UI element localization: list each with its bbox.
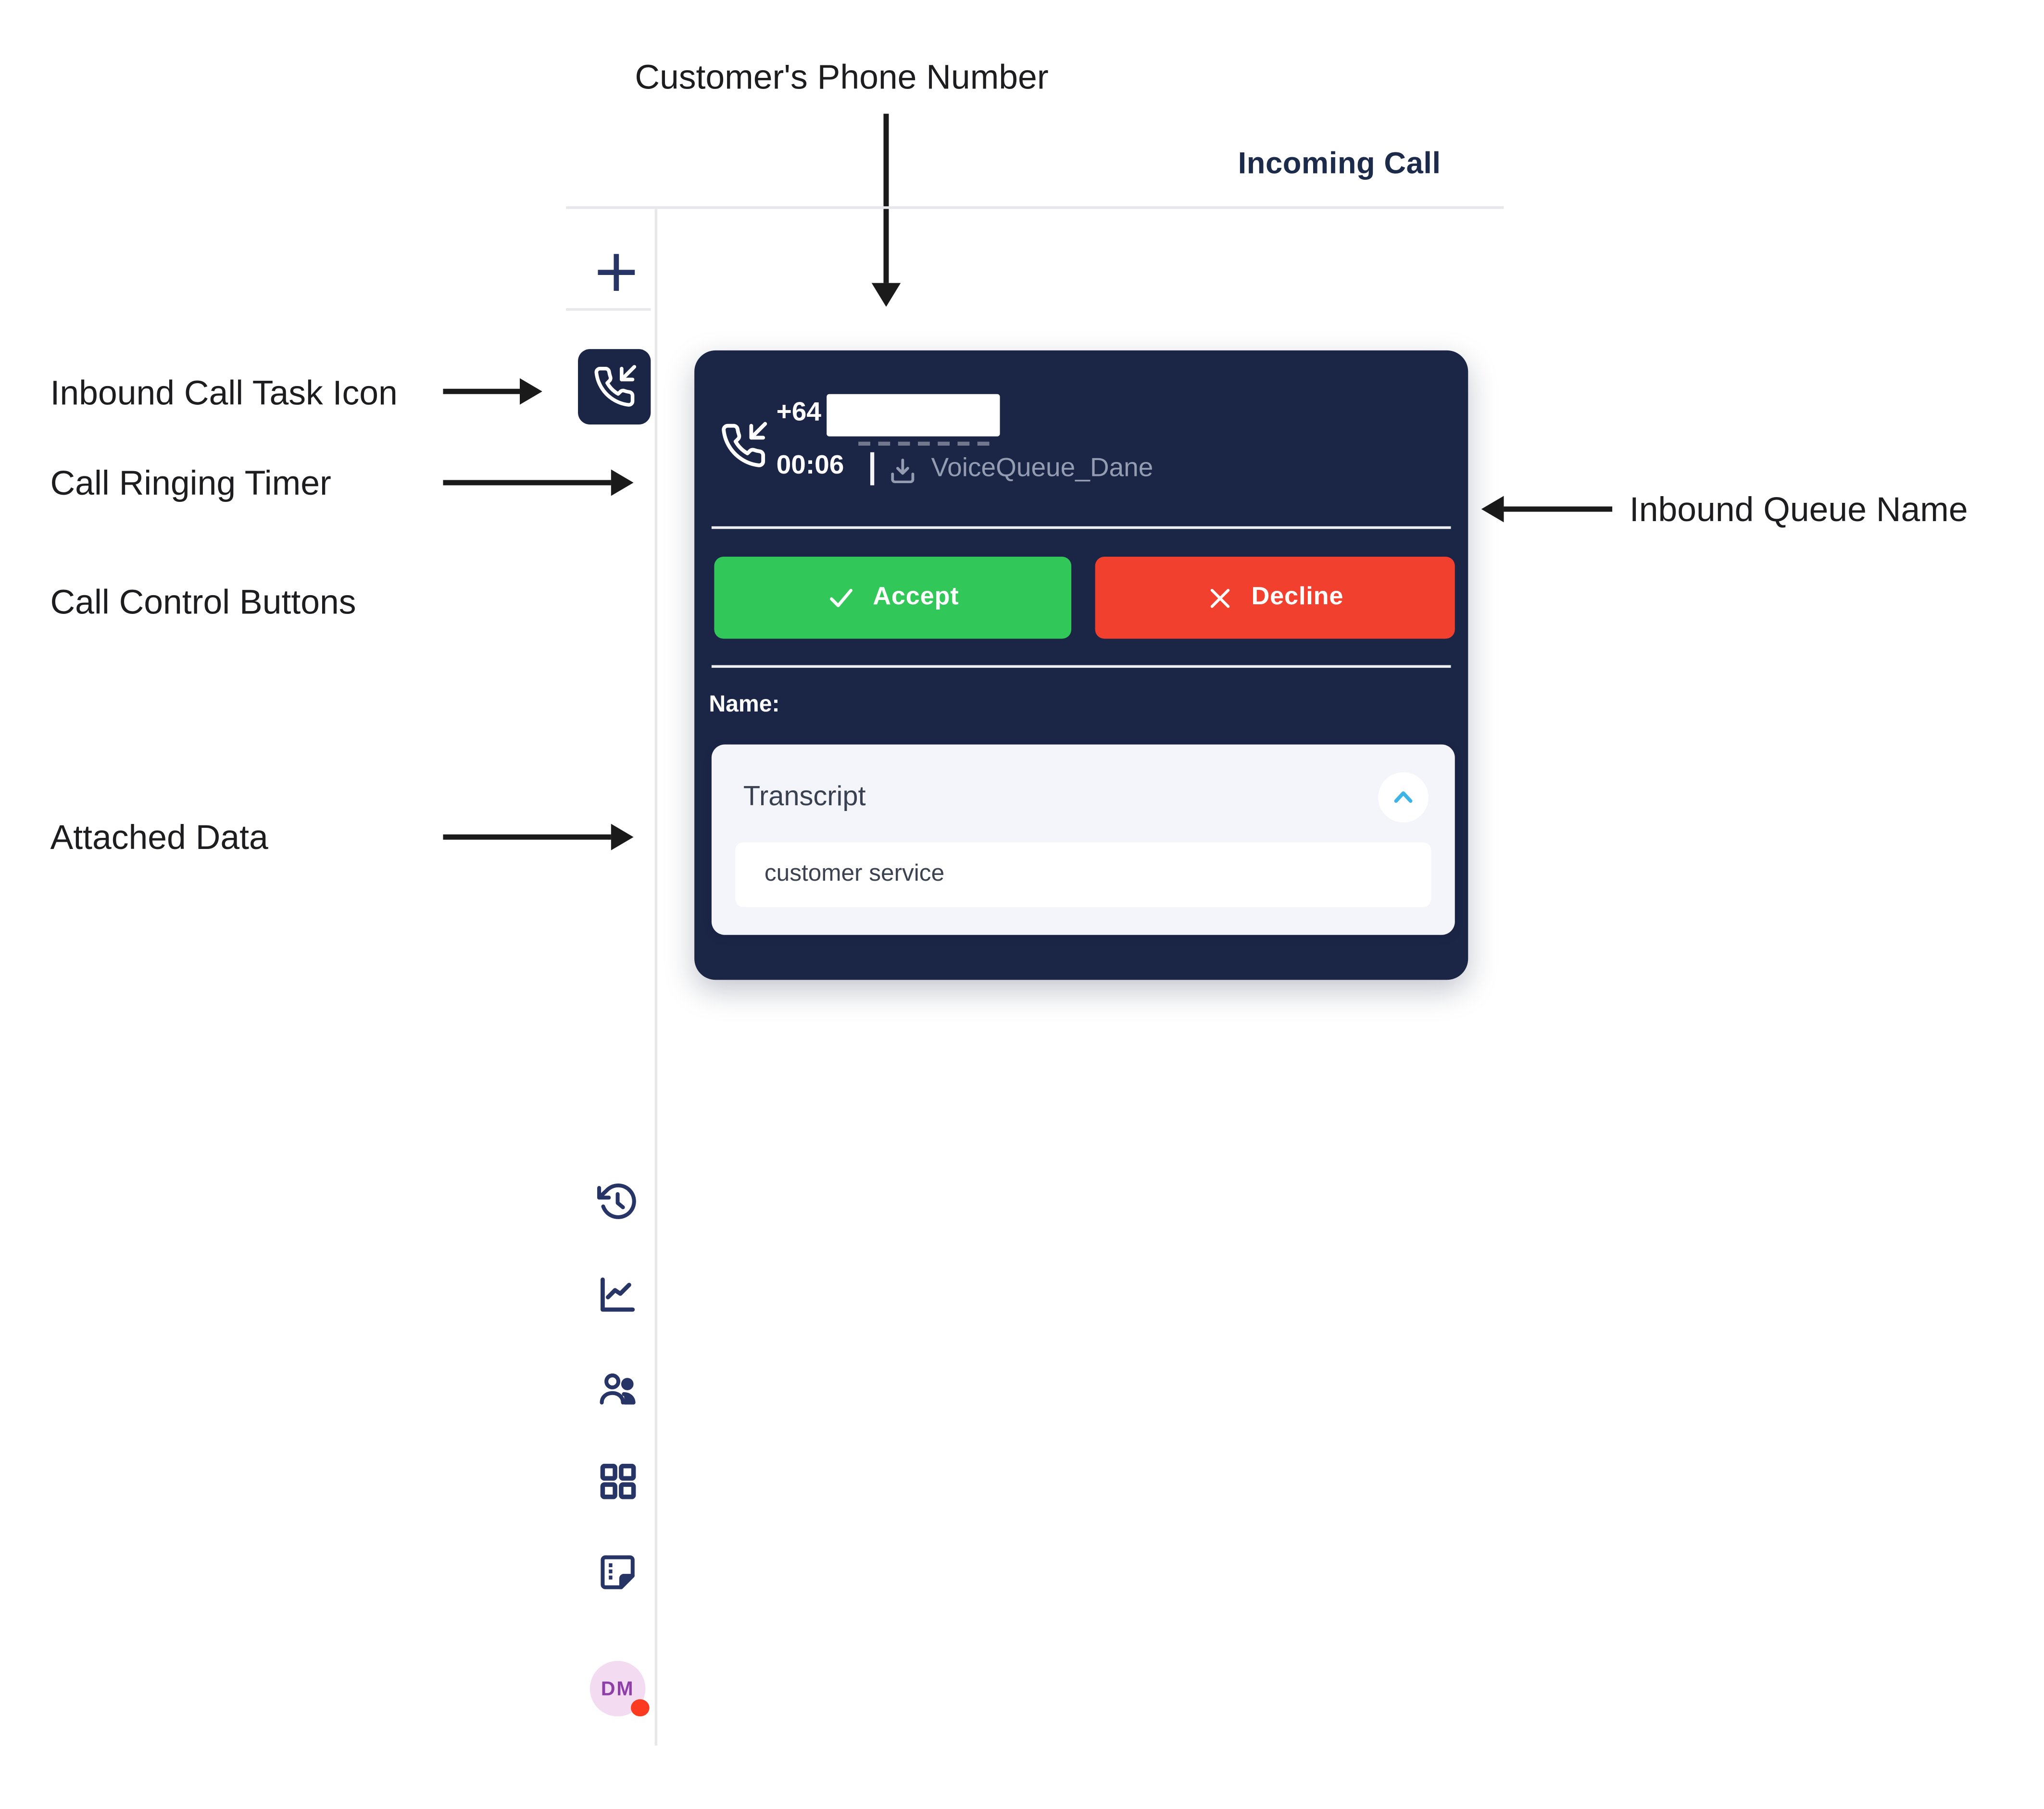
annotation-call-ringing-timer: Call Ringing Timer xyxy=(50,462,331,503)
plus-icon xyxy=(592,249,640,296)
card-divider-top xyxy=(711,526,1451,529)
x-icon xyxy=(1206,584,1234,611)
attached-data-value-box: customer service xyxy=(735,842,1431,907)
sidebar-item-inbound-call-task[interactable] xyxy=(578,349,651,424)
arrow-to-attached-data xyxy=(443,823,634,850)
note-icon xyxy=(597,1551,639,1594)
incoming-call-card: +64 00:06 VoiceQueue_Dane Accept xyxy=(694,350,1468,980)
chevron-up-icon xyxy=(1389,783,1418,812)
user-avatar[interactable]: DM xyxy=(589,1660,650,1717)
avatar-initials: DM xyxy=(601,1677,635,1700)
sidebar-border xyxy=(654,207,657,1746)
timer-queue-separator xyxy=(870,452,874,486)
attached-data-panel: Transcript customer service xyxy=(711,744,1455,935)
add-task-button[interactable] xyxy=(582,238,651,307)
sidebar-item-contacts[interactable] xyxy=(595,1366,640,1411)
name-label: Name: xyxy=(709,690,780,717)
line-chart-icon xyxy=(597,1273,639,1316)
presence-status-dot xyxy=(631,1699,650,1717)
grid-icon xyxy=(597,1460,639,1502)
people-icon xyxy=(597,1367,639,1410)
arrow-down-to-phone-number xyxy=(869,113,903,307)
incoming-call-icon xyxy=(719,422,767,469)
sidebar-item-notes[interactable] xyxy=(595,1550,640,1595)
arrow-to-ringing-timer xyxy=(443,469,634,496)
attached-data-title: Transcript xyxy=(743,781,866,812)
sidebar-item-apps[interactable] xyxy=(595,1459,640,1504)
annotation-call-control-buttons: Call Control Buttons xyxy=(50,582,356,622)
arrow-to-queue-name xyxy=(1481,496,1613,523)
annotation-attached-data: Attached Data xyxy=(50,817,268,857)
incoming-call-icon xyxy=(592,365,637,409)
inbound-queue-name: VoiceQueue_Dane xyxy=(931,453,1154,483)
annotation-inbound-queue-name: Inbound Queue Name xyxy=(1629,489,1968,529)
sidebar-item-analytics[interactable] xyxy=(595,1272,640,1317)
attached-data-value: customer service xyxy=(764,859,945,886)
decline-button[interactable]: Decline xyxy=(1095,557,1455,639)
annotation-customer-phone-number: Customer's Phone Number xyxy=(635,57,1049,97)
page-title: Incoming Call xyxy=(1238,145,1441,180)
inbound-queue-icon xyxy=(888,456,918,487)
header-divider xyxy=(566,206,1504,209)
arrow-to-task-icon xyxy=(443,378,542,405)
call-ringing-timer: 00:06 xyxy=(776,450,844,480)
sidebar-item-history[interactable] xyxy=(595,1180,640,1225)
collapse-panel-button[interactable] xyxy=(1378,772,1429,823)
history-icon xyxy=(597,1181,639,1223)
check-icon xyxy=(827,583,856,612)
accept-button-label: Accept xyxy=(873,583,959,611)
redacted-digits xyxy=(858,441,990,446)
accept-button[interactable]: Accept xyxy=(714,557,1072,639)
card-divider-bottom xyxy=(711,665,1451,667)
customer-phone-number: +64 xyxy=(776,398,822,427)
phone-number-redaction xyxy=(827,394,1000,437)
decline-button-label: Decline xyxy=(1251,583,1344,611)
annotation-inbound-call-task-icon: Inbound Call Task Icon xyxy=(50,373,398,413)
sidebar-divider xyxy=(566,308,651,311)
